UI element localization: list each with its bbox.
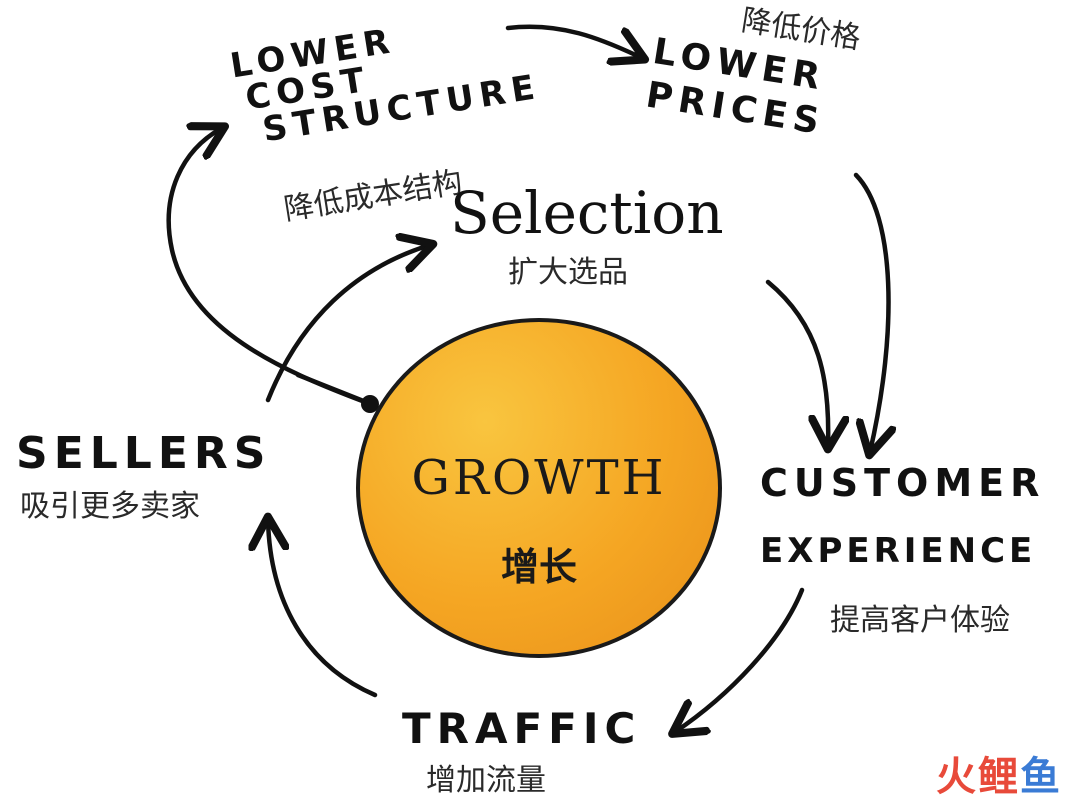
growth-title: GROWTH <box>411 450 667 506</box>
node-sellers-zh: 吸引更多卖家 <box>20 489 200 524</box>
watermark-logo: 火鲤鱼 <box>936 744 1062 802</box>
arrow-selection-to-experience <box>765 279 828 446</box>
arrow-growth-connector <box>295 372 369 405</box>
arrow-traffic-to-sellers <box>268 520 378 698</box>
growth-circle: GROWTH 增长 <box>356 318 722 658</box>
watermark-char-3: 鱼 <box>1020 754 1062 800</box>
arrow-experience-to-traffic <box>675 587 805 732</box>
node-customer-experience-line-1: CUSTOMER <box>760 461 1046 505</box>
connector-dot <box>361 395 379 413</box>
node-selection-zh: 扩大选品 <box>508 255 628 290</box>
node-customer-experience-zh: 提高客户体验 <box>830 603 1010 638</box>
node-customer-experience-line-2: EXPERIENCE <box>760 531 1037 571</box>
arrow-sellers-to-selection <box>265 245 430 403</box>
node-customer-experience: CUSTOMER EXPERIENCE <box>760 464 1045 568</box>
node-sellers: SELLERS <box>16 428 272 479</box>
watermark-char-1: 火 <box>936 754 978 800</box>
node-traffic: TRAFFIC <box>402 704 642 753</box>
growth-title-zh: 增长 <box>500 545 577 589</box>
watermark-char-2: 鲤 <box>978 754 1020 800</box>
arrow-growth-to-cost <box>166 128 368 405</box>
node-selection: Selection <box>450 179 724 247</box>
arrow-prices-to-experience <box>853 172 889 452</box>
arrow-cost-to-prices <box>505 24 642 58</box>
node-traffic-zh: 增加流量 <box>426 763 546 798</box>
